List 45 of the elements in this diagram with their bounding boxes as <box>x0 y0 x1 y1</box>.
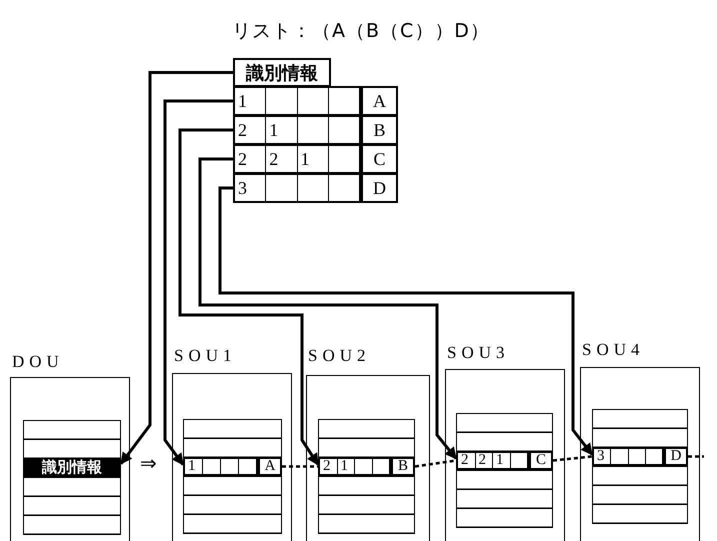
arrow <box>178 128 320 466</box>
table-row <box>233 86 398 116</box>
table-cell: 2 <box>458 453 476 468</box>
table-cell: 2 <box>320 459 338 474</box>
arrow <box>198 158 458 460</box>
arrow <box>218 186 594 456</box>
table-cell: 1 <box>185 459 203 474</box>
area-heading: SOU1 <box>174 346 237 366</box>
table-cell: 1 <box>338 459 355 474</box>
area-heading: SOU4 <box>582 340 645 360</box>
highlighted-record: 識別情報 <box>23 458 121 477</box>
table-cell: 1 <box>235 88 266 114</box>
table-cell: 1 <box>493 453 510 468</box>
area-heading: SOU3 <box>447 343 510 363</box>
table-cell: 2 <box>266 146 298 172</box>
table-cell: 1 <box>298 146 329 172</box>
table-cell: B <box>390 459 413 474</box>
record-row <box>456 451 553 470</box>
table-cell: 3 <box>594 449 612 464</box>
table-cell: 2 <box>235 117 266 143</box>
dotted-link <box>552 455 592 462</box>
table-cell: 1 <box>266 117 298 143</box>
arrow <box>120 71 233 465</box>
dotted-link <box>414 459 456 468</box>
record-row <box>318 457 415 476</box>
table-cell: D <box>663 449 686 464</box>
record-row <box>592 447 688 466</box>
table-cell: C <box>528 453 551 468</box>
area-heading: SOU2 <box>308 346 371 366</box>
table-row <box>233 115 398 145</box>
diagram-title: リスト：（A（B（C））D） <box>232 19 490 44</box>
table-cell: 2 <box>476 453 493 468</box>
arrow <box>164 100 233 466</box>
dotted-link <box>282 465 318 468</box>
dotted-link <box>688 455 704 458</box>
record-row <box>183 457 282 476</box>
area-heading: DOU <box>12 352 64 372</box>
table-row <box>233 173 398 203</box>
table-cell: D <box>360 175 396 201</box>
table-cell: A <box>257 459 280 474</box>
table-cell: 2 <box>235 146 266 172</box>
table-cell: 3 <box>235 175 266 201</box>
table-header: 識別情報 <box>233 58 331 87</box>
implication-sign: ⇒ <box>140 451 157 475</box>
table-row <box>233 144 398 174</box>
